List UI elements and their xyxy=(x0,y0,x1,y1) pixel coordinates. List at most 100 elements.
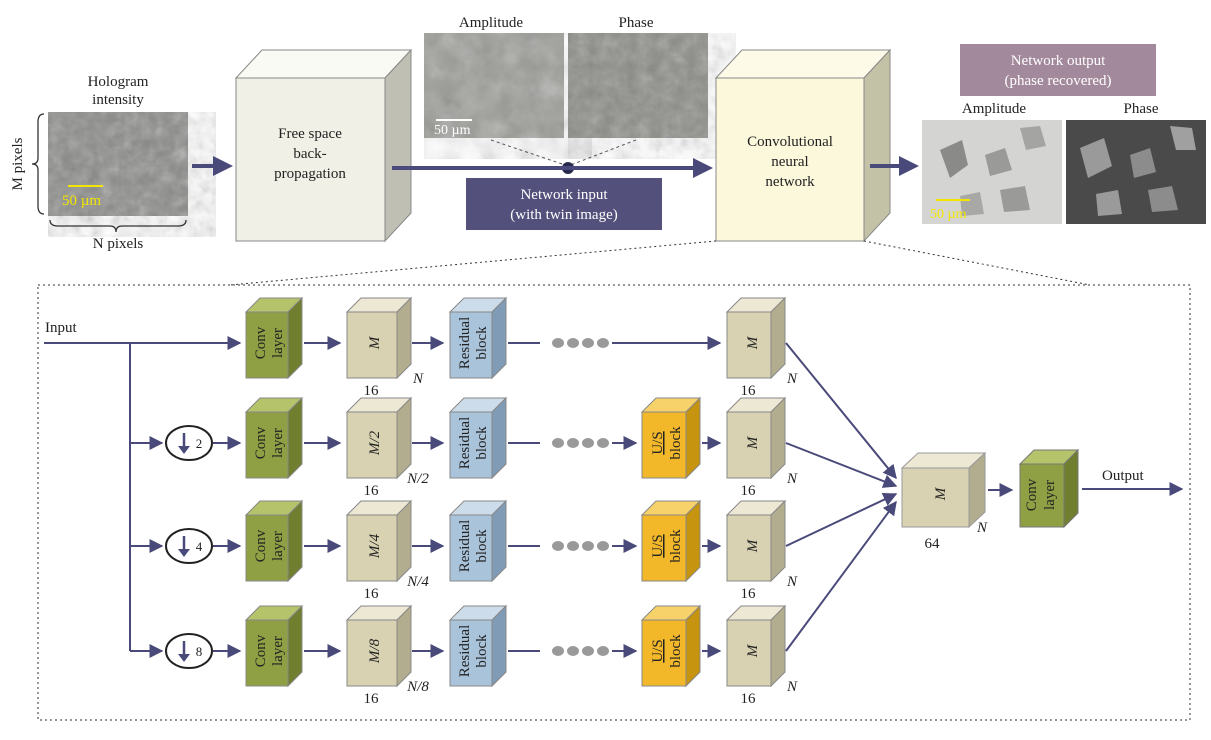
fm-out-0-depth: 16 xyxy=(741,383,757,399)
fm-out-2-depth: 16 xyxy=(741,586,757,602)
dashed-link-amplitude xyxy=(490,139,569,167)
network-output-label-bg xyxy=(960,44,1156,96)
us-2-line2: block xyxy=(668,529,684,563)
residual-1-line1: Residual xyxy=(457,417,473,470)
input-amplitude-title: Amplitude xyxy=(459,15,524,31)
fm-out-1-to-concat xyxy=(785,442,898,488)
conv-3-line2: layer xyxy=(270,636,286,666)
downsample-1-factor: 2 xyxy=(196,436,203,451)
input-phase-title: Phase xyxy=(619,15,654,31)
conv-layer-0 xyxy=(244,296,304,380)
output-scale-label: 50 µm xyxy=(930,207,967,222)
fm-2-width: N/4 xyxy=(406,574,429,590)
ellipsis-1-dot xyxy=(552,438,564,448)
conv-3-line1: Conv xyxy=(253,634,269,667)
network-input-label-bg xyxy=(466,178,662,230)
free-space-backprop-box xyxy=(234,48,413,243)
feature-map-out-0 xyxy=(725,296,787,380)
n-pixels-brace xyxy=(49,219,187,233)
m-pixels-label: M pixels xyxy=(10,137,26,190)
fm-1-m-label: M/2 xyxy=(367,430,383,456)
fm-out-1-width: N xyxy=(786,471,798,487)
downsample-2-arrowhead-icon xyxy=(178,549,190,557)
fm-0-width: N xyxy=(412,371,424,387)
fm-out-2-m-label: M xyxy=(745,538,761,553)
final-conv-line2: layer xyxy=(1042,480,1058,510)
zoom-line-left xyxy=(229,240,717,286)
dashed-link-phase xyxy=(567,139,637,167)
concat-n-label: N xyxy=(976,520,988,536)
network-input-line2: (with twin image) xyxy=(510,207,617,223)
ellipsis-0-dot xyxy=(552,338,564,348)
conv-layer-3 xyxy=(244,604,304,688)
network-output-line2: (phase recovered) xyxy=(1004,73,1111,89)
ellipsis-3-dot xyxy=(552,646,564,656)
fsb-label-line1: Free space xyxy=(278,126,342,142)
ellipsis-0-dot xyxy=(582,338,594,348)
downsample-3-arrowhead-icon xyxy=(178,654,190,662)
concat-block xyxy=(900,451,987,529)
concat-m-label: M xyxy=(933,486,949,501)
us-3-line2: block xyxy=(668,634,684,668)
final-conv-layer xyxy=(1018,448,1080,529)
feature-map-out-1 xyxy=(725,396,787,480)
fm-out-0-to-concat xyxy=(785,342,897,480)
feature-map-3 xyxy=(345,604,413,688)
residual-3-line1: Residual xyxy=(457,625,473,678)
cnn-label-line2: neural xyxy=(771,154,808,170)
ellipsis-3-dot xyxy=(582,646,594,656)
fsb-label-line2: back- xyxy=(293,146,326,162)
residual-block-2 xyxy=(448,499,508,583)
ellipsis-0-dot xyxy=(567,338,579,348)
downsample-2-icon xyxy=(165,528,213,564)
ellipsis-2-dot xyxy=(597,541,609,551)
fm-1-width: N/2 xyxy=(406,471,429,487)
output-amplitude-title: Amplitude xyxy=(962,101,1027,117)
conv-2-line2: layer xyxy=(270,531,286,561)
us-1-line1: U/S xyxy=(650,431,666,454)
fm-out-1-depth: 16 xyxy=(741,483,757,499)
ellipsis-2-dot xyxy=(582,541,594,551)
ellipsis-0-dot xyxy=(597,338,609,348)
residual-block-3 xyxy=(448,604,508,688)
fm-3-width: N/8 xyxy=(406,679,429,695)
network-input-line1: Network input xyxy=(520,187,608,203)
zoom-line-right xyxy=(863,240,1091,286)
fm-0-m-label: M xyxy=(367,335,383,350)
conv-1-line2: layer xyxy=(270,428,286,458)
fm-1-depth: 16 xyxy=(364,483,380,499)
output-label: Output xyxy=(1102,468,1145,484)
us-block-2 xyxy=(640,499,702,583)
cnn-detail-frame xyxy=(37,284,1191,721)
downsample-3-factor: 8 xyxy=(196,644,203,659)
downsample-2-factor: 4 xyxy=(196,539,203,554)
feature-map-out-2 xyxy=(725,499,787,583)
cnn-label-line1: Convolutional xyxy=(747,134,833,150)
fm-2-depth: 16 xyxy=(364,586,380,602)
fm-3-depth: 16 xyxy=(364,691,380,707)
fm-out-3-to-concat xyxy=(785,500,897,652)
residual-2-line1: Residual xyxy=(457,520,473,573)
network-output-line1: Network output xyxy=(1011,53,1106,69)
conv-1-line1: Conv xyxy=(253,426,269,459)
residual-2-line2: block xyxy=(474,529,490,563)
downsample-1-icon xyxy=(165,425,213,461)
conv-layer-1 xyxy=(244,396,304,480)
conv-layer-2 xyxy=(244,499,304,583)
fm-0-depth: 16 xyxy=(364,383,380,399)
ellipsis-1-dot xyxy=(567,438,579,448)
fsb-label-line3: propagation xyxy=(274,166,346,182)
residual-block-0 xyxy=(448,296,508,380)
fm-3-m-label: M/8 xyxy=(367,638,383,664)
output-phase-image xyxy=(1066,120,1206,224)
hologram-scale-label: 50 µm xyxy=(62,193,101,209)
feature-map-2 xyxy=(345,499,413,583)
residual-1-line2: block xyxy=(474,426,490,460)
output-amplitude-image xyxy=(922,120,1062,224)
residual-block-1 xyxy=(448,396,508,480)
hologram-title-line2: intensity xyxy=(92,92,144,108)
us-block-3 xyxy=(640,604,702,688)
ellipsis-3-dot xyxy=(567,646,579,656)
concat-depth-label: 64 xyxy=(925,536,941,552)
fm-out-3-m-label: M xyxy=(745,643,761,658)
